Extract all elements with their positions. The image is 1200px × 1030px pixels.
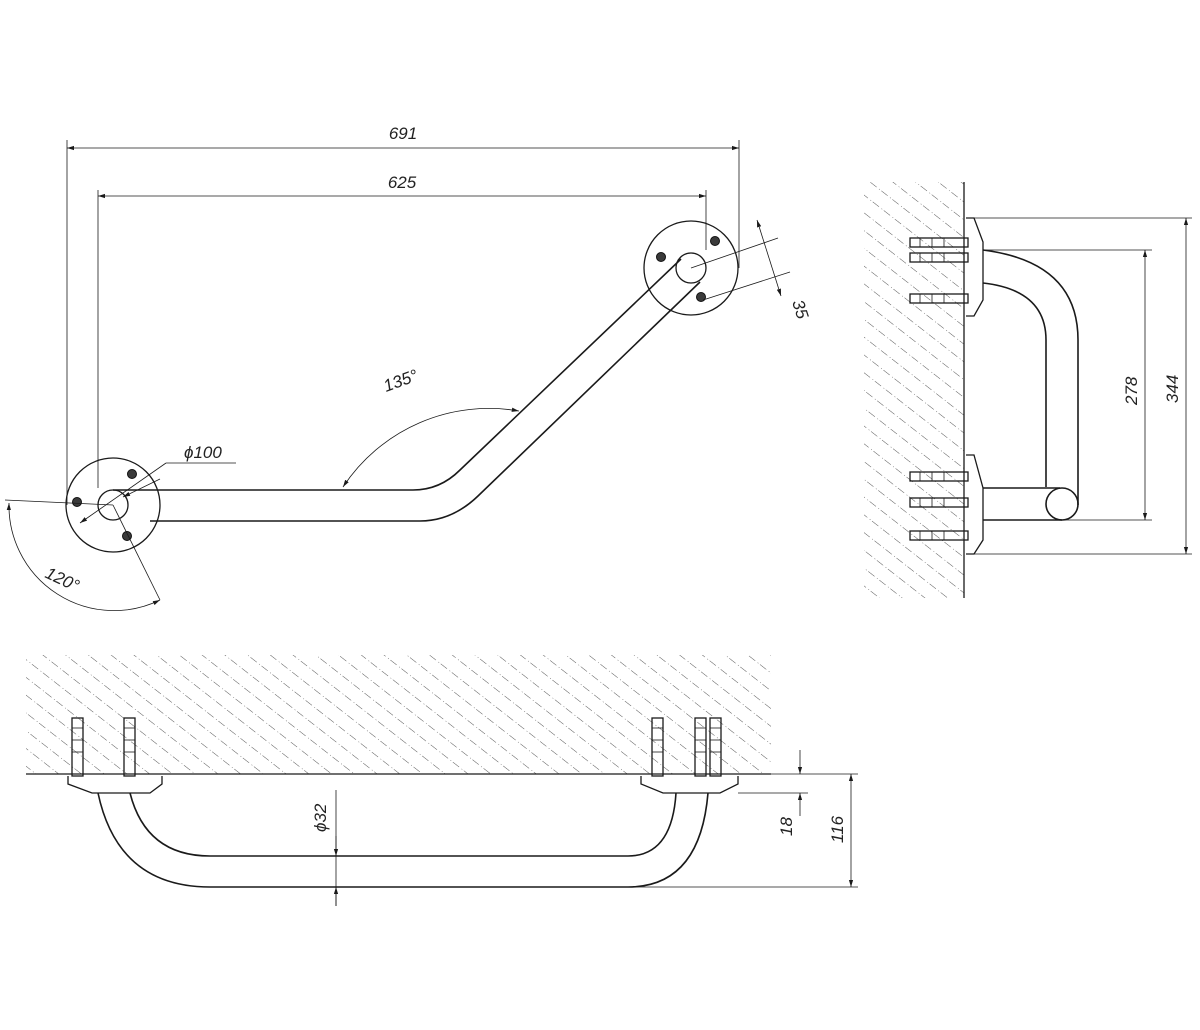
side-top-flange [966,217,984,317]
dim-278-label: 278 [1122,376,1141,406]
left-flange-hole [72,497,82,507]
dim-100-leader [79,462,167,524]
dim-135-label: 135° [381,366,421,396]
top-view: ϕ32 18 116 [26,655,858,906]
side-tube-end [1045,487,1079,521]
top-anchor [694,717,707,777]
dim-18-label: 18 [777,817,796,836]
right-flange [643,220,739,316]
dim-344-label: 344 [1163,375,1182,403]
dim-625-label: 625 [388,173,417,192]
top-anchor [123,717,136,777]
left-flange-hole [127,469,137,479]
side-anchor [909,471,969,482]
right-flange-hole [710,236,720,246]
top-left-flange [67,776,163,794]
top-tube-outer [97,792,709,888]
side-anchor [909,237,969,248]
dim-116-label: 116 [828,815,847,843]
right-flange-hole [696,292,706,302]
top-anchor [71,717,84,777]
side-tube-outer [982,249,1079,505]
top-wall-hatch [26,655,771,774]
dim-135-arc [342,407,520,488]
right-flange-tube-end [675,252,707,284]
right-flange-hole [656,252,666,262]
dim-691-label: 691 [389,124,417,143]
dim-35-label: 35 [788,297,812,321]
side-anchor [909,497,969,508]
top-right-flange [640,776,739,794]
side-bottom-flange [966,454,984,555]
dim-120-label: 120° [42,563,82,595]
side-anchor [909,530,969,541]
side-wall-hatch [864,182,964,598]
top-anchor [709,717,722,777]
grab-bar-tube-bottom-edge [150,281,701,522]
side-tube-inner [982,282,1047,487]
dim-32-label: ϕ32 [311,803,330,832]
side-anchor [909,252,969,263]
dim-120-arc [6,502,161,612]
front-view: 691 625 35 135° ϕ100 120° [4,124,812,612]
top-tube-inner [129,792,677,857]
side-anchor [909,293,969,304]
top-anchor [651,717,664,777]
dim-100-label: ϕ100 [184,443,222,462]
dim-35-line [756,219,782,297]
side-view: 278 344 [864,182,1192,598]
